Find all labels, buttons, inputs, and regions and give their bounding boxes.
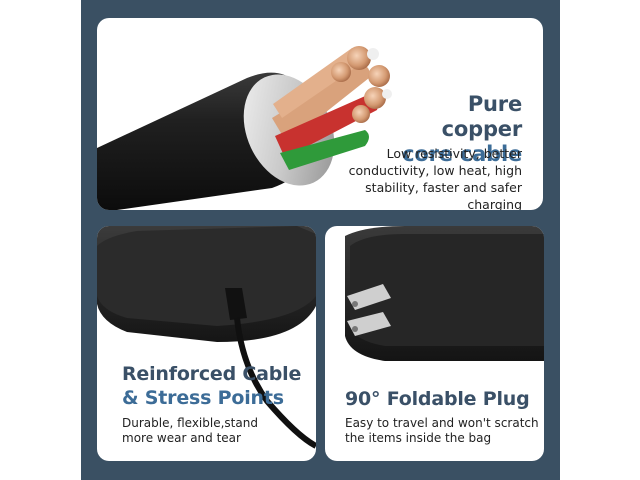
feature-card-foldable-plug: 90° Foldable Plug Easy to travel and won… <box>325 226 544 461</box>
reinforced-cable-description: Durable, flexible,stand more wear and te… <box>122 416 258 445</box>
feature-card-copper-core: Pure copper core cable Low resistivity, … <box>97 18 543 210</box>
feature-card-reinforced-cable: Reinforced Cable & Stress Points Durable… <box>97 226 316 461</box>
reinforced-cable-title-line2: & Stress Points <box>122 387 284 409</box>
foldable-plug-description: Easy to travel and won't scratch the ite… <box>345 416 539 445</box>
copper-core-title-line1: Pure copper <box>441 92 523 141</box>
foldable-plug-title: 90° Foldable Plug <box>345 388 530 410</box>
copper-core-title: Pure copper core cable <box>397 92 522 167</box>
adapter-with-cable-illustration <box>97 226 316 449</box>
copper-cable-illustration <box>97 46 392 210</box>
copper-core-title-line2: core cable <box>402 142 522 166</box>
foldable-plug-illustration <box>345 226 544 361</box>
reinforced-cable-title-line1: Reinforced Cable <box>122 363 302 385</box>
copper-core-description: Low resistivity, better conductivity, lo… <box>348 146 522 210</box>
reinforced-cable-title: Reinforced Cable & Stress Points <box>122 362 301 410</box>
